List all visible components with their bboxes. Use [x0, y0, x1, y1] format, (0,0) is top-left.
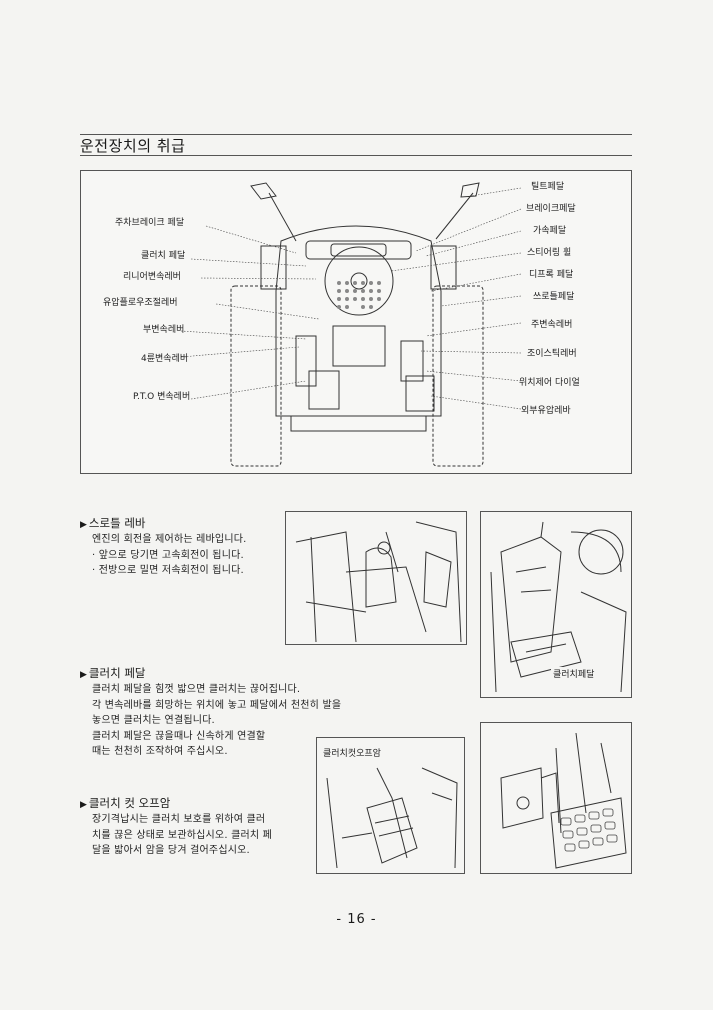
label-joystick-lever: 조이스틱레버	[527, 349, 577, 359]
label-clutch-pedal: 클러치 페달	[141, 251, 186, 261]
label-brake-pedal: 브레이크페달	[526, 204, 576, 214]
control-panel-drawing	[500, 732, 627, 869]
title-rule-top	[80, 134, 632, 135]
title-rule-bottom	[80, 155, 632, 156]
clutch-cut-paragraph: 장기격납시는 클러치 보호를 위하여 클러 치를 끊은 상태로 보관하십시오. …	[92, 812, 272, 859]
clutch-cut-line-3: 달을 밟아서 암을 당겨 걸어주십시오.	[92, 845, 250, 856]
triangle-bullet-icon: ▶	[80, 670, 87, 680]
photo-control-panel	[480, 722, 632, 874]
throttle-line-1: 엔진의 회전을 제어하는 레바입니다.	[92, 534, 247, 545]
label-main-shift-lever: 주변속레버	[531, 320, 573, 330]
label-throttle-pedal: 쓰로틀페달	[533, 292, 575, 302]
label-sub-shift-lever: 부변속레버	[143, 325, 185, 335]
clutch-pedal-caption: 클러치페달	[551, 667, 597, 680]
label-pto-shift-lever: P.T.O 변속레버	[133, 392, 191, 402]
label-accelerator-pedal: 가속페달	[533, 226, 567, 236]
label-4wd-shift-lever: 4륜변속레버	[141, 354, 189, 364]
throttle-heading: ▶스로틀 레바	[80, 516, 146, 530]
clutch-line-1: 클러치 페달을 힘껏 밟으면 클러치는 끊어집니다.	[92, 684, 301, 695]
throttle-paragraph: 엔진의 회전을 제어하는 레바입니다. · 앞으로 당기면 고속회전이 됩니다.…	[92, 532, 247, 579]
page-number: - 16 -	[336, 912, 377, 927]
throttle-lever-drawing	[295, 521, 462, 643]
throttle-line-2: · 앞으로 당기면 고속회전이 됩니다.	[92, 549, 244, 561]
clutch-line-5: 때는 천천히 조작하여 주십시오.	[92, 746, 228, 757]
label-diff-lock-pedal: 디프록 페달	[529, 270, 574, 280]
triangle-bullet-icon: ▶	[80, 800, 87, 810]
clutch-cut-line-2: 치를 끊은 상태로 보관하십시오. 클러치 페	[92, 829, 273, 841]
cockpit-drawing	[180, 182, 522, 467]
clutch-cut-line-1: 장기격납시는 클러치 보호를 위하여 클러	[92, 814, 266, 825]
clutch-cut-heading: ▶클러치 컷 오프암	[80, 796, 171, 810]
label-external-hydraulic-lever: 외부유압레바	[521, 406, 571, 416]
throttle-line-3: · 전방으로 밀면 저속회전이 됩니다.	[92, 565, 244, 576]
label-linear-shift-lever: 리니어변속레버	[123, 272, 181, 282]
clutch-heading: ▶클러치 페달	[80, 666, 146, 680]
clutch-paragraph: 클러치 페달을 힘껏 밟으면 클러치는 끊어집니다. 각 변속레바를 희망하는 …	[92, 682, 341, 760]
label-tilt-pedal: 틸트페달	[531, 182, 565, 192]
clutch-line-3: 놓으면 클러치는 연결됩니다.	[92, 715, 215, 726]
triangle-bullet-icon: ▶	[80, 520, 87, 530]
clutch-cut-arm-drawing	[326, 767, 458, 869]
clutch-cut-arm-caption: 클러치컷오프암	[321, 746, 383, 759]
clutch-line-4: 클러치 페달은 끊을때나 신속하게 연결할	[92, 730, 266, 742]
photo-throttle-lever	[285, 511, 467, 645]
label-position-control-dial: 위치제어 다이얼	[519, 378, 580, 388]
photo-clutch-pedal: 클러치페달	[480, 511, 632, 698]
label-parking-brake-pedal: 주차브레이크 페달	[115, 218, 185, 228]
label-hydraulic-flow-lever: 유압플로우조절레버	[103, 298, 178, 308]
label-steering-wheel: 스티어링 휠	[527, 248, 572, 258]
page-title: 운전장치의 취급	[80, 137, 186, 155]
cockpit-diagram: 주차브레이크 페달 클러치 페달 리니어변속레버 유압플로우조절레버 부변속레버…	[80, 170, 632, 474]
clutch-line-2: 각 변속레바를 희망하는 위치에 놓고 페달에서 천천히 발을	[92, 699, 342, 711]
clutch-pedal-drawing	[490, 521, 627, 693]
photo-clutch-cut-arm: 클러치컷오프암	[316, 737, 465, 874]
